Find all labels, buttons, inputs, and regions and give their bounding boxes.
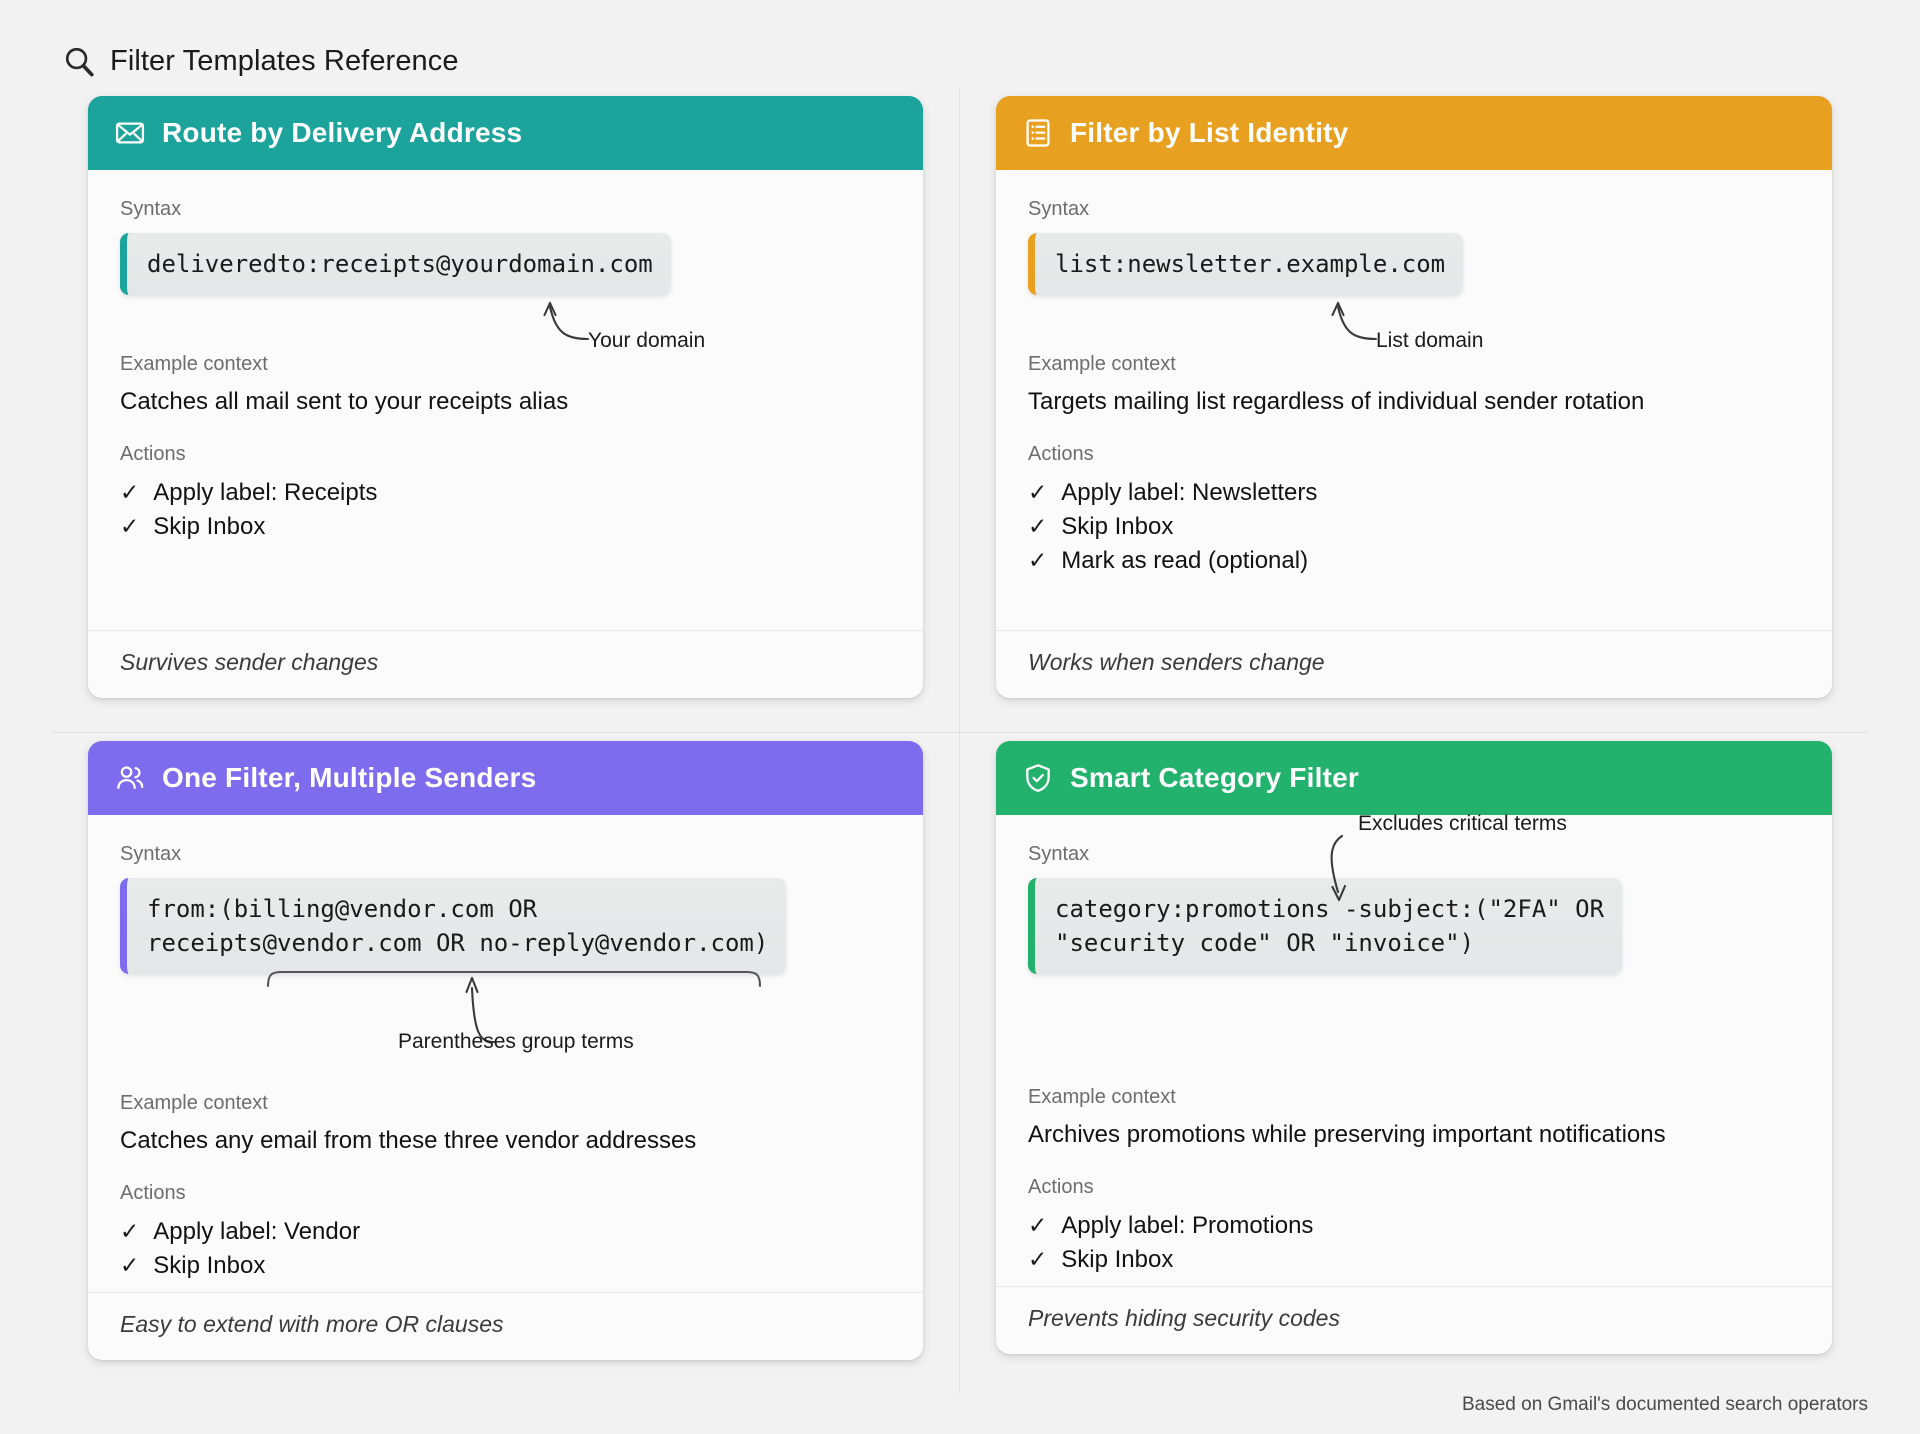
check-icon: ✓ — [120, 513, 140, 540]
card-footer-note: Easy to extend with more OR clauses — [88, 1291, 923, 1360]
annotation-label: List domain — [1376, 329, 1484, 352]
syntax-code[interactable]: deliveredto:receipts@yourdomain.com — [120, 233, 671, 296]
actions-label: Actions — [1028, 1176, 1094, 1199]
card-title: One Filter, Multiple Senders — [162, 762, 537, 793]
card-header: Filter by List Identity — [996, 96, 1832, 170]
templates-grid: Route by Delivery Address Syntax deliver… — [52, 88, 1868, 1394]
users-icon — [114, 762, 146, 794]
check-icon: ✓ — [1028, 513, 1048, 540]
card-footer-note: Survives sender changes — [88, 630, 923, 698]
syntax-label: Syntax — [120, 198, 182, 220]
annotation-label: Your domain — [588, 329, 706, 352]
syntax-code[interactable]: category:promotions -subject:("2FA" OR "… — [1028, 878, 1623, 975]
card-title: Route by Delivery Address — [162, 117, 523, 148]
check-icon: ✓ — [1028, 1212, 1048, 1239]
action-label: Apply label: Vendor — [153, 1218, 361, 1246]
syntax-label: Syntax — [120, 843, 182, 865]
card-title: Smart Category Filter — [1070, 762, 1359, 793]
actions-label: Actions — [1028, 443, 1094, 466]
example-context-label: Example context — [120, 353, 268, 376]
grid-cell-bottom-left: One Filter, Multiple Senders Syntax from… — [52, 733, 960, 1394]
action-item: ✓ Skip Inbox — [1028, 510, 1800, 544]
card-header: One Filter, Multiple Senders — [88, 741, 923, 815]
source-credit: Based on Gmail's documented search opera… — [1461, 1394, 1868, 1415]
list-document-icon — [1022, 117, 1054, 149]
example-context-text: Catches all mail sent to your receipts a… — [120, 388, 569, 416]
card-smart-category-filter[interactable]: Smart Category Filter Syntax category:pr… — [996, 741, 1832, 1354]
action-label: Skip Inbox — [1061, 513, 1174, 541]
action-label: Apply label: Receipts — [153, 479, 378, 507]
search-icon — [62, 44, 96, 78]
shield-check-icon — [1022, 762, 1054, 794]
syntax-wrap: list:newsletter.example.com List domain — [1028, 233, 1800, 352]
grid-cell-bottom-right: Smart Category Filter Syntax category:pr… — [960, 733, 1868, 1394]
check-icon: ✓ — [1028, 479, 1048, 506]
example-context-label: Example context — [1028, 1086, 1176, 1109]
card-header: Route by Delivery Address — [88, 96, 923, 170]
check-icon: ✓ — [1028, 1246, 1048, 1273]
page-header: Filter Templates Reference — [0, 0, 1920, 88]
card-footer-note: Works when senders change — [996, 630, 1832, 698]
action-label: Skip Inbox — [153, 513, 266, 541]
card-title: Filter by List Identity — [1070, 117, 1349, 148]
example-context-label: Example context — [120, 1092, 268, 1115]
example-context-text: Catches any email from these three vendo… — [120, 1127, 697, 1155]
syntax-label: Syntax — [1028, 843, 1090, 865]
card-body: Syntax from:(billing@vendor.com OR recei… — [88, 815, 923, 1292]
syntax-code[interactable]: list:newsletter.example.com — [1028, 233, 1464, 296]
action-label: Mark as read (optional) — [1061, 547, 1309, 575]
annotation-label: Excludes critical terms — [1358, 812, 1567, 835]
action-item: ✓ Mark as read (optional) — [1028, 544, 1800, 578]
card-route-by-delivery-address[interactable]: Route by Delivery Address Syntax deliver… — [88, 96, 923, 698]
grid-cell-top-left: Route by Delivery Address Syntax deliver… — [52, 88, 960, 733]
action-label: Apply label: Promotions — [1061, 1212, 1314, 1240]
action-item: ✓ Skip Inbox — [1028, 1243, 1800, 1277]
envelope-icon — [114, 117, 146, 149]
example-context-label: Example context — [1028, 353, 1176, 376]
annotation-label: Parentheses group terms — [398, 1030, 634, 1053]
card-body: Syntax category:promotions -subject:("2F… — [996, 812, 1832, 1286]
actions-label: Actions — [120, 1182, 186, 1205]
action-item: ✓ Apply label: Receipts — [120, 476, 891, 510]
syntax-label: Syntax — [1028, 198, 1090, 220]
card-body: Syntax deliveredto:receipts@yourdomain.c… — [88, 170, 923, 630]
syntax-code[interactable]: from:(billing@vendor.com OR receipts@ven… — [120, 878, 787, 975]
action-item: ✓ Apply label: Vendor — [120, 1215, 891, 1249]
action-label: Skip Inbox — [153, 1252, 266, 1280]
action-item: ✓ Apply label: Promotions — [1028, 1209, 1800, 1243]
card-header: Smart Category Filter — [996, 741, 1832, 815]
card-footer-note: Prevents hiding security codes — [996, 1285, 1832, 1354]
check-icon: ✓ — [120, 1252, 140, 1279]
action-label: Apply label: Newsletters — [1061, 479, 1318, 507]
actions-label: Actions — [120, 443, 186, 466]
action-item: ✓ Apply label: Newsletters — [1028, 476, 1800, 510]
check-icon: ✓ — [120, 1218, 140, 1245]
card-body: Syntax list:newsletter.example.com List … — [996, 170, 1832, 630]
action-label: Skip Inbox — [1061, 1246, 1174, 1274]
action-item: ✓ Skip Inbox — [120, 510, 891, 544]
example-context-text: Targets mailing list regardless of indiv… — [1028, 388, 1645, 416]
syntax-wrap: deliveredto:receipts@yourdomain.com Your… — [120, 233, 891, 352]
page-title: Filter Templates Reference — [110, 44, 459, 77]
action-item: ✓ Skip Inbox — [120, 1249, 891, 1283]
check-icon: ✓ — [120, 479, 140, 506]
check-icon: ✓ — [1028, 547, 1048, 574]
grid-cell-top-right: Filter by List Identity Syntax list:news… — [960, 88, 1868, 733]
card-filter-by-list-identity[interactable]: Filter by List Identity Syntax list:news… — [996, 96, 1832, 698]
syntax-wrap: from:(billing@vendor.com OR receipts@ven… — [120, 878, 891, 1053]
example-context-text: Archives promotions while preserving imp… — [1028, 1121, 1666, 1149]
syntax-wrap: category:promotions -subject:("2FA" OR "… — [1028, 812, 1800, 975]
card-one-filter-multiple-senders[interactable]: One Filter, Multiple Senders Syntax from… — [88, 741, 923, 1360]
